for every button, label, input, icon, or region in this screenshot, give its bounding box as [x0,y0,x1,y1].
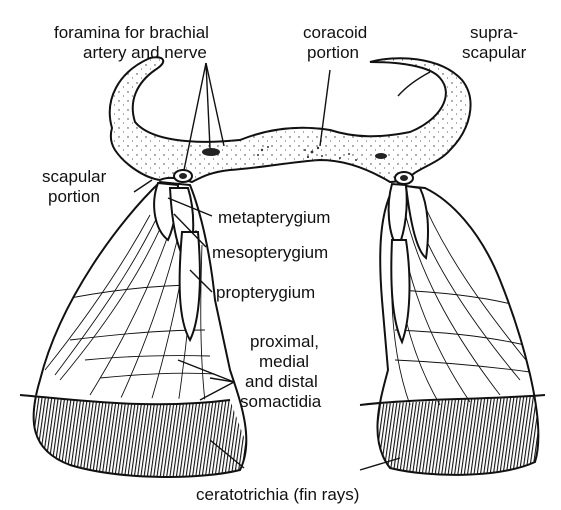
label-foramina-line1: foramina for brachial [54,23,209,42]
label-mesopterygium: mesopterygium [212,243,328,262]
label-scapular-line2: portion [48,187,100,206]
label-somactidia-line4: somactidia [240,392,322,411]
label-suprascapular-line1: supra- [470,23,518,42]
label-metapterygium: metapterygium [218,208,330,227]
label-suprascapular-line2: scapular [462,43,527,62]
label-scapular-line1: scapular [42,167,107,186]
label-somactidia-line3: and distal [245,372,318,391]
label-somactidia-line1: proximal, [250,332,319,351]
label-somactidia-line2: medial [259,352,309,371]
right-pectoral-fin [360,184,550,480]
label-coracoid-line1: coracoid [303,23,367,42]
label-coracoid-line2: portion [307,43,359,62]
pectoral-girdle [110,57,471,184]
label-foramina-line2: artery and nerve [83,43,207,62]
label-propterygium: propterygium [216,283,315,302]
label-ceratotrichia: ceratotrichia (fin rays) [196,485,359,504]
